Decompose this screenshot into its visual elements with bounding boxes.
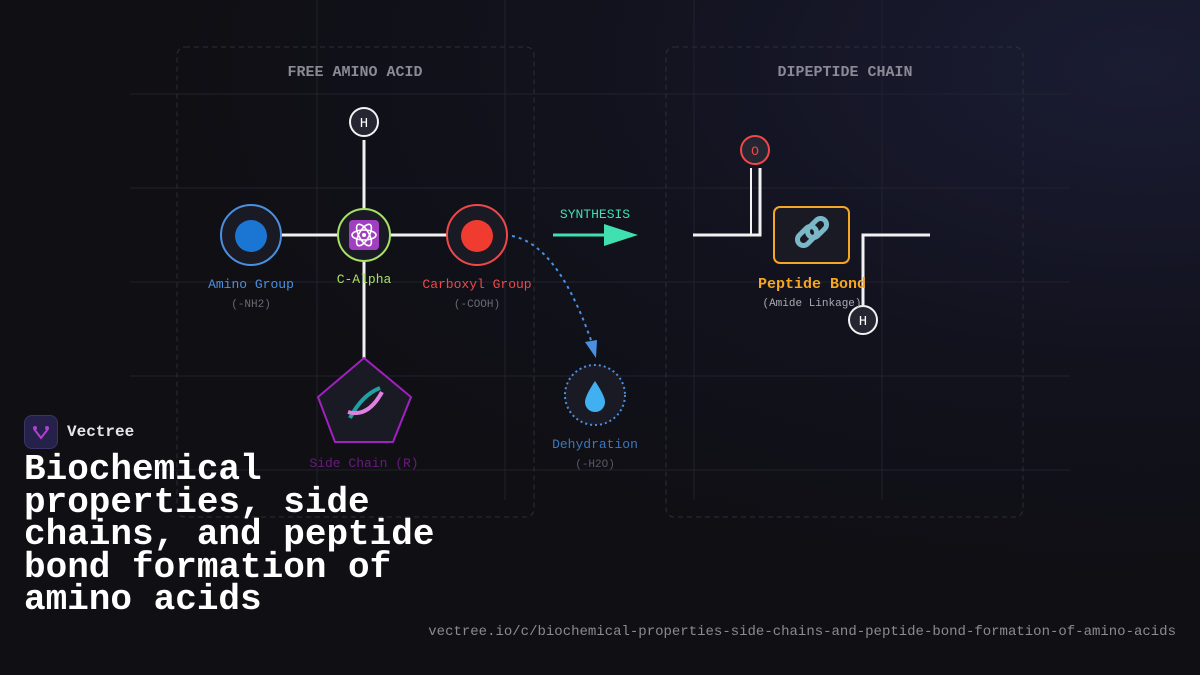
amino-group-node: Amino Group (-NH2) — [208, 204, 294, 311]
c-alpha-label: C-Alpha — [337, 272, 392, 287]
synthesis-arrow: SYNTHESIS — [553, 207, 638, 246]
dipeptide-chain-box — [665, 46, 1024, 518]
svg-text:O: O — [751, 144, 759, 159]
peptide-bond-sublabel: (Amide Linkage) — [762, 298, 861, 310]
free-amino-acid-box — [176, 46, 535, 518]
blue-circle-icon — [235, 220, 267, 252]
peptide-bond-node: Peptide Bond (Amide Linkage) — [758, 206, 866, 310]
dehydration-formula: (-H2O) — [575, 459, 615, 471]
brand: Vectree — [24, 415, 134, 449]
peptide-bond-label: Peptide Bond — [758, 276, 866, 293]
dipeptide-chain-label: DIPEPTIDE CHAIN — [777, 64, 912, 81]
dna-icon — [347, 386, 384, 419]
side-chain-node: Side Chain (R) — [309, 356, 419, 471]
vectree-logo-icon — [24, 415, 58, 449]
oxygen-atom: O — [740, 135, 770, 165]
grid — [130, 0, 1070, 500]
dehydration-arrow — [511, 235, 597, 358]
red-circle-icon — [461, 220, 493, 252]
synthesis-label: SYNTHESIS — [560, 207, 630, 222]
carboxyl-group-node: Carboxyl Group (-COOH) — [422, 204, 532, 311]
dehydration-label: Dehydration — [552, 437, 638, 452]
page-title: Biochemical properties, side chains, and… — [24, 449, 435, 620]
dipeptide-bonds — [693, 168, 930, 305]
amino-group-formula: (-NH2) — [231, 299, 271, 311]
side-chain-label: Side Chain (R) — [309, 456, 418, 471]
c-alpha-node: C-Alpha — [337, 208, 392, 287]
carboxyl-group-label: Carboxyl Group — [422, 277, 531, 292]
brand-name: Vectree — [67, 423, 135, 441]
page-url: vectree.io/c/biochemical-properties-side… — [428, 624, 1176, 640]
hydrogen-atom-bottom: H — [848, 305, 878, 335]
bonds — [282, 140, 448, 358]
link-icon — [794, 215, 830, 249]
water-drop-icon — [585, 381, 605, 412]
svg-text:H: H — [859, 314, 867, 330]
free-amino-acid-label: FREE AMINO ACID — [287, 64, 422, 81]
carboxyl-group-formula: (-COOH) — [454, 299, 500, 311]
svg-text:H: H — [360, 116, 368, 132]
hydrogen-atom-top: H — [349, 107, 379, 137]
dehydration-node: Dehydration (-H2O) — [552, 364, 638, 471]
amino-group-label: Amino Group — [208, 277, 294, 292]
